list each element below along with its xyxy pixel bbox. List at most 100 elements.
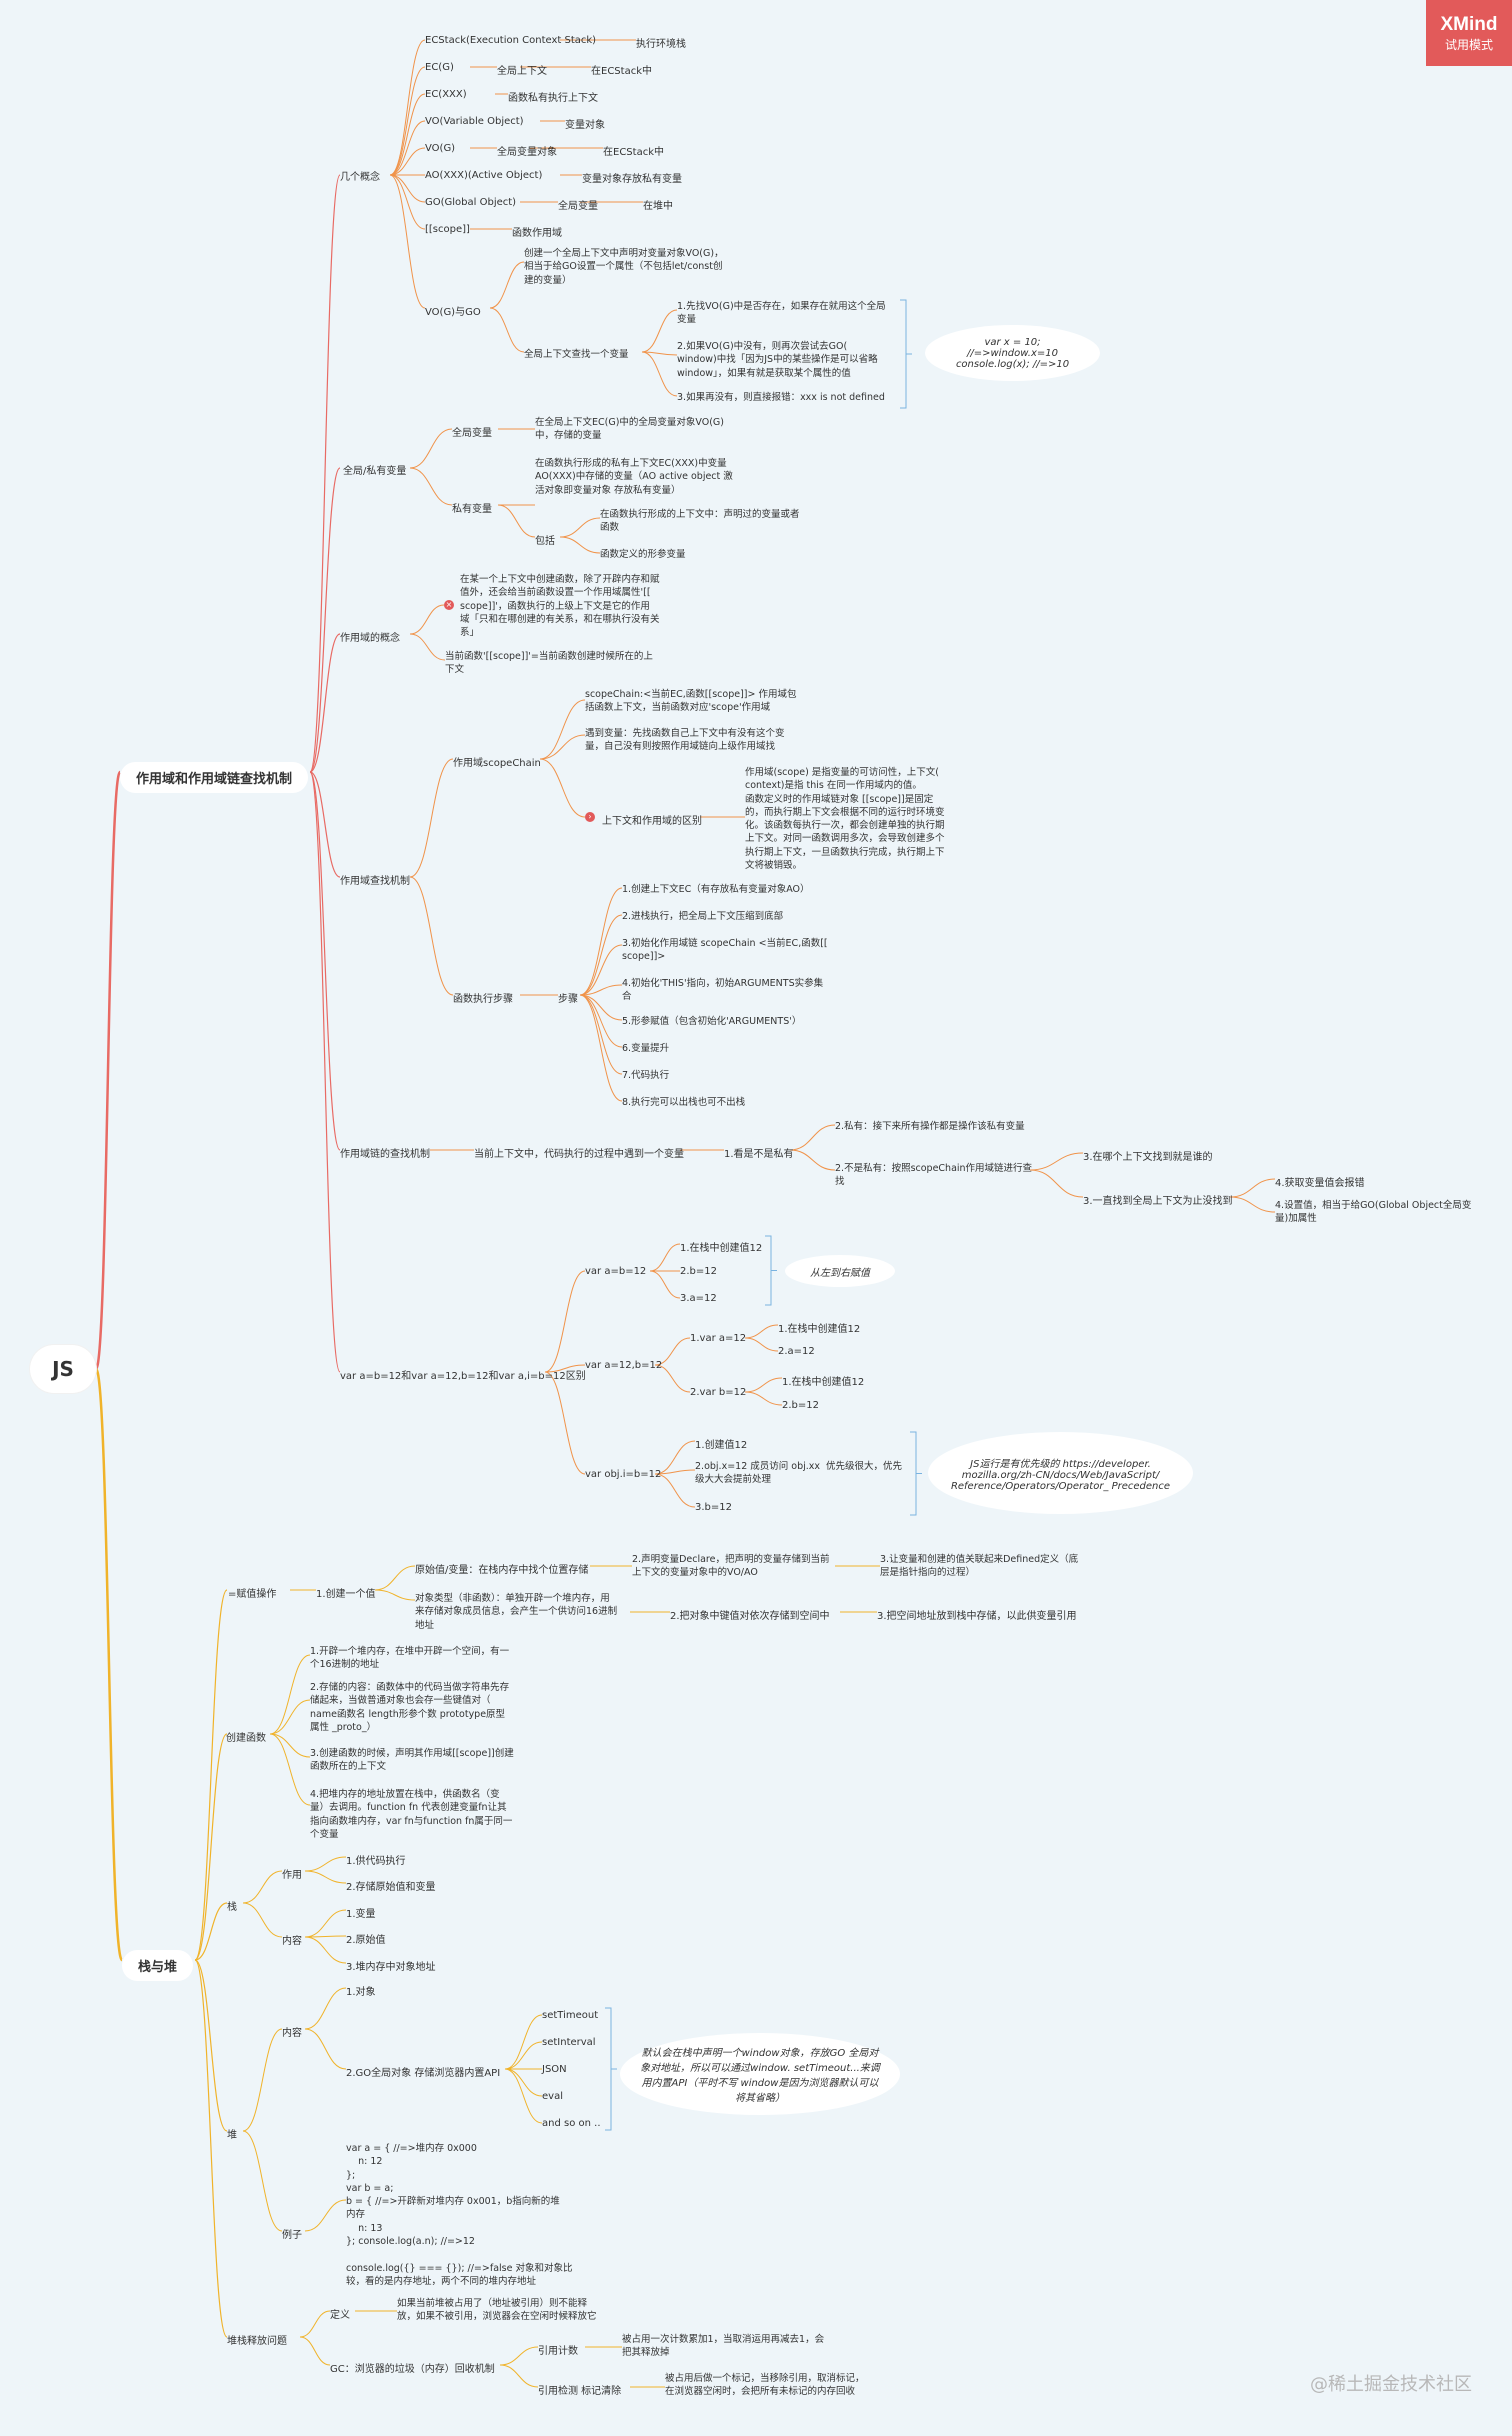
connector (789, 1149, 836, 1171)
context-diff-node[interactable]: 上下文和作用域的区别 (602, 816, 702, 827)
connector (409, 758, 454, 878)
connector (539, 699, 586, 760)
heap-node[interactable]: 堆 (227, 2130, 237, 2141)
create-fn-3: 3.创建函数的时候，声明其作用域[[scope]]创建 函数所在的上下文 (310, 1748, 514, 1773)
connector (641, 351, 678, 397)
connector (744, 1324, 779, 1339)
concept-key[interactable]: VO(Variable Object) (425, 116, 524, 127)
connector (389, 66, 426, 176)
vogo-step-3: 3.如果再没有，则直接报错：xxx is not defined (677, 392, 885, 403)
connector (1029, 1152, 1084, 1171)
var-ab-node[interactable]: var a=12,b=12 (585, 1360, 663, 1371)
gc-node[interactable]: GC：浏览器的垃圾（内存）回收机制 (330, 2364, 495, 2375)
release-node[interactable]: 堆栈释放问题 (227, 2336, 287, 2347)
concept-key[interactable]: GO(Global Object) (425, 197, 517, 208)
scopechain-node[interactable]: 作用域scopeChain (453, 758, 541, 769)
connector (409, 633, 446, 661)
brand-title: XMind (1440, 13, 1498, 35)
connector (1229, 1178, 1276, 1198)
chain-mech-node[interactable]: 作用域查找机制 (340, 876, 410, 887)
var-obj-1: 1.创建值12 (695, 1440, 748, 1451)
exec-step: 4.初始化'THIS'指向，初始ARGUMENTS实参集 合 (622, 978, 824, 1003)
connector (389, 174, 426, 230)
concept-value: 全局变量 (558, 201, 598, 212)
builtin-api-item: setInterval (542, 2037, 596, 2048)
global-var-node[interactable]: 全局变量 (452, 428, 492, 439)
assign-node[interactable]: =赋值操作 (228, 1589, 277, 1600)
connector (194, 1733, 228, 1961)
connector (94, 1367, 124, 1962)
connector (654, 1337, 691, 1366)
vogo-node[interactable]: VO(G)与GO (425, 307, 481, 318)
connector (654, 1364, 691, 1393)
exec-steps-node[interactable]: 函数执行步骤 (453, 994, 513, 1005)
stack-use-node[interactable]: 作用 (282, 1870, 302, 1881)
connector (641, 309, 678, 353)
branch-scope-node[interactable]: 作用域和作用域链查找机制 (120, 762, 309, 793)
assign-create[interactable]: 1.创建一个值 (316, 1589, 376, 1600)
create-fn-node[interactable]: 创建函数 (226, 1733, 266, 1744)
connector (744, 1337, 779, 1352)
stack-use-1: 1.供代码执行 (346, 1856, 406, 1867)
concept-key[interactable]: EC(G) (425, 62, 454, 73)
heap-content-node[interactable]: 内容 (282, 2028, 302, 2039)
xmind-trial-badge[interactable]: XMind 试用模式 (1426, 0, 1512, 66)
connector (504, 2068, 543, 2124)
connector (309, 771, 341, 878)
concepts-node[interactable]: 几个概念 (340, 172, 380, 183)
var-abc-1: 1.在栈中创建值12 (680, 1243, 763, 1254)
vars-node[interactable]: 全局/私有变量 (343, 466, 407, 477)
concept-key[interactable]: AO(XXX)(Active Object) (425, 170, 543, 181)
connector (744, 1391, 783, 1406)
connector (269, 1733, 311, 1806)
var-ab-a1: 1.在栈中创建值12 (778, 1324, 861, 1335)
refcount-node[interactable]: 引用计数 (538, 2346, 578, 2357)
connector (499, 2346, 539, 2366)
branch-stack-heap-node[interactable]: 栈与堆 (122, 1950, 194, 1981)
include-1: 在函数执行形成的上下文中：声明过的变量或者 函数 (600, 509, 800, 534)
root-node[interactable]: JS (30, 1345, 96, 1393)
concept-key[interactable]: ECStack(Execution Context Stack) (425, 35, 597, 46)
lookup-node[interactable]: 作用域链的查找机制 (340, 1149, 430, 1160)
global-var-text: 在全局上下文EC(G)中的全局变量对象VO(G) 中，存储的变量 (535, 417, 724, 442)
connector (304, 1909, 347, 1938)
var-obj-node[interactable]: var obj.i=b=12 (585, 1469, 662, 1480)
exec-step: 3.初始化作用域链 scopeChain <当前EC,函数[[ scope]]> (622, 938, 828, 963)
context-diff-text: 作用域(scope) 是指变量的可访问性，上下文( context)是指 thi… (745, 767, 945, 872)
scope-concept-node[interactable]: 作用域的概念 (340, 633, 400, 644)
concept-value: 全局变量对象 (497, 147, 557, 158)
concept-key[interactable]: VO(G) (425, 143, 456, 154)
create-fn-4: 4.把堆内存的地址放置在栈中，供函数名（变 量）去调用。function fn … (310, 1789, 513, 1840)
vardiff-node[interactable]: var a=b=12和var a=12,b=12和var a,i=b=12区别 (340, 1371, 586, 1382)
connector (304, 2199, 347, 2232)
connector (504, 2014, 543, 2070)
stack-c1: 1.变量 (346, 1909, 376, 1920)
connector (1229, 1196, 1276, 1213)
heap-c2[interactable]: 2.GO全局对象 存储浏览器内置API (346, 2068, 501, 2079)
private-var-node[interactable]: 私有变量 (452, 504, 492, 515)
mark-sweep-node[interactable]: 引用检测 标记清除 (538, 2386, 622, 2397)
heap-example-node[interactable]: 例子 (282, 2230, 302, 2241)
concept-key[interactable]: EC(XXX) (425, 89, 467, 100)
stack-content-node[interactable]: 内容 (282, 1936, 302, 1947)
connector (409, 604, 445, 635)
release-def-node[interactable]: 定义 (330, 2310, 350, 2321)
concept-value: 函数私有执行上下文 (508, 93, 598, 104)
include-node[interactable]: 包括 (535, 536, 555, 547)
connector (579, 887, 623, 996)
create-fn-2: 2.存储的内容：函数体中的代码当做字符串先存 储起来，当做普通对象也会存一些键值… (310, 1682, 510, 1733)
var-abc-node[interactable]: var a=b=12 (585, 1266, 647, 1277)
concept-key[interactable]: [[scope]] (425, 224, 470, 235)
connector (504, 2068, 543, 2097)
connector (654, 1469, 696, 1475)
connector (304, 1870, 347, 1884)
connector (309, 771, 341, 1151)
connector (579, 994, 623, 1102)
lookup-h: 4.设置值，相当于给GO(Global Object全局变 量)加属性 (1275, 1200, 1472, 1225)
steps-node[interactable]: 步骤 (558, 994, 578, 1005)
connector (504, 2041, 543, 2070)
connector (409, 467, 453, 506)
stack-node[interactable]: 栈 (227, 1902, 237, 1913)
vogo-step-2: 2.如果VO(G)中没有，则再次尝试去GO( window)中找「因为JS中的某… (677, 341, 878, 379)
connector (309, 467, 341, 773)
